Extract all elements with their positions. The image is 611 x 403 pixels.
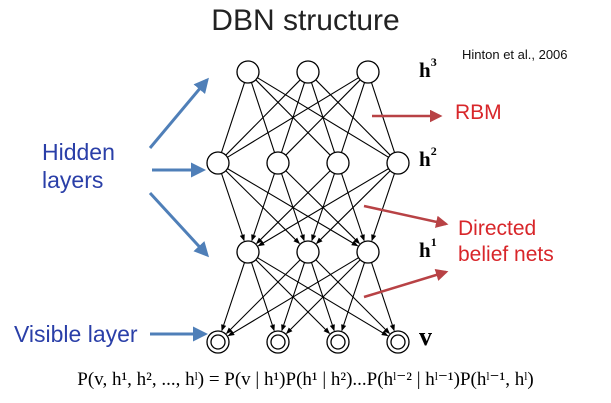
edge-h1-2-v-2 bbox=[341, 262, 366, 332]
edge-h2-1-h1-0 bbox=[251, 173, 276, 242]
edge-h1-2-v-1 bbox=[286, 259, 361, 334]
node-h3-0 bbox=[236, 60, 260, 84]
arrow-directed-upper bbox=[363, 204, 449, 228]
arrow-hidden-to-h3 bbox=[148, 77, 209, 149]
rbm-label: RBM bbox=[455, 101, 502, 124]
edge-h3-2-h2-1 bbox=[285, 79, 361, 156]
node-v-0-inner-ring bbox=[210, 334, 226, 350]
node-h2-3 bbox=[386, 151, 410, 175]
node-v-1 bbox=[266, 330, 290, 354]
edge-h3-1-h2-0 bbox=[225, 79, 301, 156]
edge-h1-2-v-3 bbox=[370, 262, 395, 332]
hidden-label-line2: layers bbox=[42, 167, 104, 193]
node-h2-1 bbox=[266, 151, 290, 175]
visible-layer-label: Visible layer bbox=[14, 321, 138, 347]
edge-h2-3-h1-2 bbox=[371, 173, 396, 242]
directed-label-line2: belief nets bbox=[458, 243, 554, 266]
edge-h2-3-h1-0 bbox=[257, 168, 389, 247]
node-v-1-inner-ring bbox=[270, 334, 286, 350]
node-h1-2 bbox=[356, 240, 380, 264]
node-h2-2 bbox=[326, 151, 350, 175]
node-h3-2 bbox=[356, 60, 380, 84]
arrow-hidden-to-h1 bbox=[148, 191, 210, 258]
layer-label-v: v bbox=[419, 322, 432, 351]
citation: Hinton et al., 2006 bbox=[462, 47, 568, 62]
directed-label-line1: Directed bbox=[458, 217, 537, 240]
edge-h3-2-h2-3 bbox=[370, 82, 396, 153]
diagram-title: DBN structure bbox=[211, 4, 400, 37]
edge-h2-0-h1-0 bbox=[220, 173, 245, 242]
edge-h2-3-h1-1 bbox=[316, 170, 391, 245]
node-v-3-inner-ring bbox=[390, 334, 406, 350]
joint-probability-formula: P(v, h¹, h², ..., hˡ) = P(v | h¹)P(h¹ | … bbox=[77, 369, 534, 390]
node-v-2 bbox=[326, 330, 350, 354]
edge-h1-0-v-0 bbox=[221, 262, 246, 332]
hidden-label-line1: Hidden bbox=[42, 139, 115, 165]
arrow-directed-lower bbox=[363, 268, 449, 299]
node-h1-1 bbox=[296, 240, 320, 264]
node-v-0 bbox=[206, 330, 230, 354]
edge-h3-2-h2-0 bbox=[227, 77, 359, 158]
directed-belief-nets-label: Directed belief nets bbox=[458, 216, 554, 268]
edge-h3-2-h2-2 bbox=[340, 82, 366, 153]
node-h3-1 bbox=[296, 60, 320, 84]
node-h2-0 bbox=[206, 151, 230, 175]
layer-label-h1: h1 bbox=[419, 235, 437, 262]
node-v-3 bbox=[386, 330, 410, 354]
hidden-layers-label: Hidden layers bbox=[42, 138, 115, 194]
edge-h3-0-h2-0 bbox=[220, 82, 246, 153]
layer-label-h3: h3 bbox=[419, 55, 437, 82]
node-h1-0 bbox=[236, 240, 260, 264]
node-v-2-inner-ring bbox=[330, 334, 346, 350]
edge-h1-1-v-0 bbox=[226, 259, 301, 334]
layer-label-h2: h2 bbox=[419, 144, 437, 171]
edge-h1-2-v-0 bbox=[227, 257, 359, 337]
edge-h2-2-h1-0 bbox=[256, 170, 331, 245]
